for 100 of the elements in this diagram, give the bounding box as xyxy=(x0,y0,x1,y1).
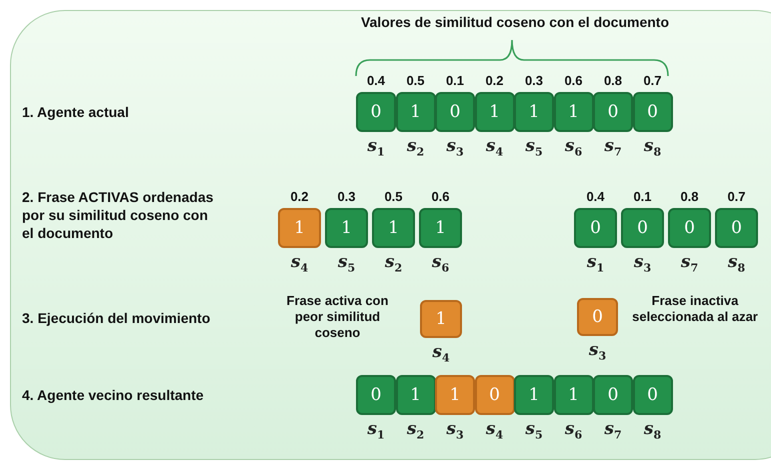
sentence-index: s$_{2}$ xyxy=(384,252,404,274)
bit-box xyxy=(593,92,633,132)
sentence-index: s$_{3}$ xyxy=(588,340,608,362)
bit-box xyxy=(325,208,368,248)
step-label: 4. Agente vecino resultante xyxy=(22,386,205,404)
step-label: 2. Frase ACTIVAS ordenadas por su similitud coseno con el documento xyxy=(22,188,214,242)
sentence-index: s$_{6}$ xyxy=(430,252,450,274)
bit-box xyxy=(356,375,396,415)
similarity-value: 0.5 xyxy=(383,189,404,204)
sentence-index: s$_{7}$ xyxy=(603,419,623,442)
bit-box xyxy=(514,375,554,415)
bit-value: 0 xyxy=(684,218,695,238)
similarity-value: 0.4 xyxy=(366,73,386,88)
similarity-value: 0.1 xyxy=(632,189,653,204)
sentence-index: s$_{1}$ xyxy=(586,252,606,274)
similarity-value: 0.3 xyxy=(336,189,357,204)
similarity-value: 0.6 xyxy=(430,189,451,204)
bit-value: 0 xyxy=(370,385,382,405)
bit-box xyxy=(621,208,664,248)
heading: Valores de similitud coseno con el documento xyxy=(360,14,670,30)
bit-value: 1 xyxy=(568,102,579,122)
sentence-index: s$_{1}$ xyxy=(366,136,386,158)
sentence-index: s$_{4}$ xyxy=(484,419,504,442)
similarity-value: 0.2 xyxy=(289,189,310,204)
similarity-value: 0.7 xyxy=(642,73,663,88)
sentence-index: s$_{7}$ xyxy=(680,252,700,274)
bit-value: 1 xyxy=(410,102,421,122)
bit-box xyxy=(577,298,618,336)
sentence-index: s$_{6}$ xyxy=(564,136,584,158)
sentence-index: s$_{8}$ xyxy=(726,252,746,274)
bit-value: 0 xyxy=(637,218,648,238)
bit-box xyxy=(372,208,415,248)
sentence-index: s$_{8}$ xyxy=(642,419,662,442)
bit-value: 0 xyxy=(608,385,618,405)
sentence-index: s$_{1}$ xyxy=(366,419,386,442)
bit-value: 0 xyxy=(731,218,742,238)
sentence-index: s$_{3}$ xyxy=(445,136,465,158)
sentence-index: s$_{5}$ xyxy=(524,419,544,442)
caption-text: Frase inactiva seleccionada al azar xyxy=(631,293,759,325)
bit-value: 1 xyxy=(528,385,540,405)
bit-box xyxy=(474,92,514,132)
bit-value: 0 xyxy=(592,307,603,327)
bit-value: 1 xyxy=(410,385,421,405)
similarity-value: 0.8 xyxy=(602,73,624,88)
bit-value: 1 xyxy=(528,102,540,122)
bit-box xyxy=(715,208,758,248)
step-label: 1. Agente actual xyxy=(22,103,130,121)
caption-text: Frase activa con peor similitud coseno xyxy=(286,293,390,341)
similarity-value: 0.1 xyxy=(444,73,466,88)
bit-value: 1 xyxy=(450,385,460,405)
bit-box xyxy=(420,300,462,338)
similarity-value: 0.6 xyxy=(563,73,584,88)
step-label: 3. Ejecución del movimiento xyxy=(22,309,212,327)
sentence-index: s$_{4}$ xyxy=(484,136,504,158)
bit-box xyxy=(419,208,462,248)
sentence-index: s$_{5}$ xyxy=(524,136,544,158)
bit-box xyxy=(632,92,672,132)
bit-box xyxy=(474,375,514,415)
sentence-index: s$_{3}$ xyxy=(632,252,652,274)
bit-box xyxy=(554,375,594,415)
sentence-index: s$_{5}$ xyxy=(336,252,356,274)
bit-box xyxy=(593,375,633,415)
sentence-index: s$_{4}$ xyxy=(431,342,451,364)
bit-box xyxy=(435,375,475,415)
similarity-value: 0.8 xyxy=(679,189,700,204)
bit-box xyxy=(356,92,396,132)
bit-value: 0 xyxy=(450,102,460,122)
sentence-index: s$_{2}$ xyxy=(406,419,426,442)
sentence-index: s$_{6}$ xyxy=(564,419,584,442)
bit-value: 1 xyxy=(388,218,399,238)
similarity-value: 0.5 xyxy=(405,73,426,88)
bit-value: 1 xyxy=(489,102,500,122)
bit-box xyxy=(514,92,554,132)
similarity-value: 0.4 xyxy=(585,189,606,204)
bit-value: 1 xyxy=(568,385,579,405)
bit-box xyxy=(396,375,436,415)
similarity-value: 0.7 xyxy=(726,189,747,204)
sentence-index: s$_{8}$ xyxy=(642,136,662,158)
bit-box xyxy=(574,208,617,248)
bit-value: 0 xyxy=(608,102,618,122)
sentence-index: s$_{7}$ xyxy=(603,136,623,158)
bit-value: 1 xyxy=(435,218,446,238)
bit-box xyxy=(668,208,711,248)
bit-box xyxy=(632,375,672,415)
sentence-index: s$_{4}$ xyxy=(290,252,310,274)
bit-value: 1 xyxy=(294,218,305,238)
bit-box xyxy=(278,208,321,248)
sentence-index: s$_{3}$ xyxy=(445,419,465,442)
bit-value: 1 xyxy=(436,309,446,329)
sentence-index: s$_{2}$ xyxy=(406,136,426,158)
bit-box xyxy=(396,92,436,132)
bit-box xyxy=(435,92,475,132)
bit-value: 0 xyxy=(489,385,500,405)
bit-value: 0 xyxy=(370,102,382,122)
bit-box xyxy=(554,92,594,132)
bit-value: 0 xyxy=(647,385,658,405)
similarity-value: 0.3 xyxy=(524,73,544,88)
bit-value: 0 xyxy=(647,102,658,122)
similarity-value: 0.2 xyxy=(484,73,505,88)
bit-value: 1 xyxy=(341,218,352,238)
